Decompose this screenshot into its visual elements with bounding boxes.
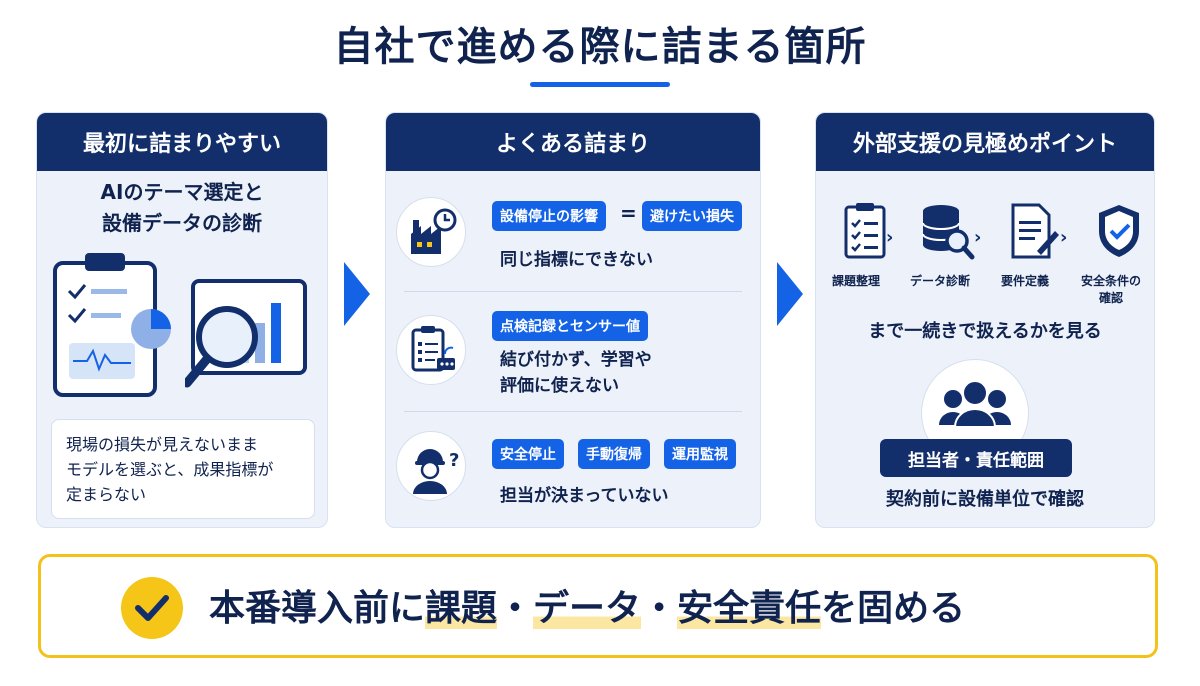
chevron-right-icon: › (1060, 227, 1068, 248)
title-underline (530, 82, 670, 87)
panel-first-blockers: 最初に詰まりやすい AIのテーマ選定と 設備データの診断 現場の損失が見えないま… (36, 112, 328, 528)
tag-operation-monitoring: 運用監視 (664, 439, 736, 469)
row-text-line: 結び付かず、学習や (500, 350, 652, 370)
panel-support-points: 外部支援の見極めポイント › › › 課題整理 データ診断 要件定義 安全条件の… (815, 112, 1155, 528)
responsibility-badge: 担当者・責任範囲 (880, 439, 1072, 477)
subtitle-line: AIのテーマ選定と (100, 180, 264, 204)
conclusion-banner: 本番導入前に課題・データ・安全責任を固める (38, 554, 1158, 658)
clipboard-chart-icon (53, 253, 171, 397)
step-label: データ診断 (909, 274, 970, 288)
conclusion-separator: ・ (641, 588, 678, 629)
magnifier-bar-chart-icon (185, 279, 307, 388)
note-line: 現場の損失が見えないまま (66, 435, 259, 454)
conclusion-highlight: 安全責任 (677, 588, 822, 629)
conclusion-part: を固める (821, 588, 966, 629)
flow-arrow (344, 262, 370, 326)
conclusion-highlight: 課題 (425, 588, 498, 629)
panel-subtitle: AIのテーマ選定と 設備データの診断 (37, 177, 327, 239)
row-text: 結び付かず、学習や 評価に使えない (500, 347, 652, 399)
contract-check-text: 契約前に設備単位で確認 (886, 489, 1084, 510)
tag-avoid-loss: 避けたい損失 (642, 201, 742, 231)
row-divider (404, 291, 742, 292)
tag-manual-recovery: 手動復帰 (578, 439, 650, 469)
tag-downtime-impact: 設備停止の影響 (492, 201, 606, 231)
panel-header: 最初に詰まりやすい (37, 113, 327, 171)
factory-clock-icon (396, 197, 466, 267)
step-label: 要件定義 (1000, 274, 1049, 288)
worker-question-icon: ? (396, 431, 466, 501)
evaluation-text: まで一続きで扱えるかを見る (868, 321, 1102, 342)
step-label: 課題整理 (831, 274, 880, 288)
row-text-line: 評価に使えない (500, 376, 619, 396)
panel-note: 現場の損失が見えないまま モデルを選ぶと、成果指標が 定まらない (51, 419, 315, 519)
blocker-row: ? 安全停止 手動復帰 運用監視 担当が決まっていない (386, 413, 760, 527)
step-label-line: 確認 (1098, 291, 1123, 305)
note-line: 定まらない (66, 485, 147, 504)
database-search-icon (922, 205, 975, 260)
flow-arrow (777, 262, 803, 326)
row-divider (404, 411, 742, 412)
panel-header: よくある詰まり (386, 113, 760, 171)
chevron-right-icon: › (886, 227, 894, 248)
note-line: モデルを選ぶと、成果指標が (66, 460, 274, 479)
check-icon (121, 577, 183, 639)
page-title: 自社で進める際に詰まる箇所 (333, 24, 867, 70)
blocker-row: 設備停止の影響 = 避けたい損失 同じ指標にできない (386, 175, 760, 293)
document-pen-icon (1011, 203, 1059, 259)
shield-check-icon (1099, 205, 1139, 257)
subtitle-line: 設備データの診断 (102, 211, 262, 235)
step-label: 安全条件の 確認 (1070, 273, 1152, 307)
row-text: 担当が決まっていない (500, 486, 669, 506)
equals-sign: = (620, 201, 637, 225)
tag-inspection-sensor: 点検記録とセンサー値 (492, 311, 648, 341)
blocker-row: 点検記録とセンサー値 結び付かず、学習や 評価に使えない (386, 293, 760, 411)
chevron-right-icon: › (974, 227, 982, 248)
tag-safety-stop: 安全停止 (492, 439, 564, 469)
checklist-icon (844, 203, 886, 259)
panel-common-blockers: よくある詰まり 設備停止の影響 = 避けたい損失 同じ指標にできない (385, 112, 761, 528)
row-text: 同じ指標にできない (500, 250, 653, 270)
conclusion-text: 本番導入前に課題・データ・安全責任を固める (209, 579, 965, 631)
step-label-line: 安全条件の (1080, 274, 1141, 288)
conclusion-separator: ・ (497, 588, 534, 629)
clipboard-sensor-icon (396, 315, 466, 385)
conclusion-highlight: データ (533, 588, 642, 629)
conclusion-part: 本番導入前に (209, 588, 426, 629)
panel-header: 外部支援の見極めポイント (816, 113, 1154, 171)
svg-text:?: ? (449, 450, 459, 471)
